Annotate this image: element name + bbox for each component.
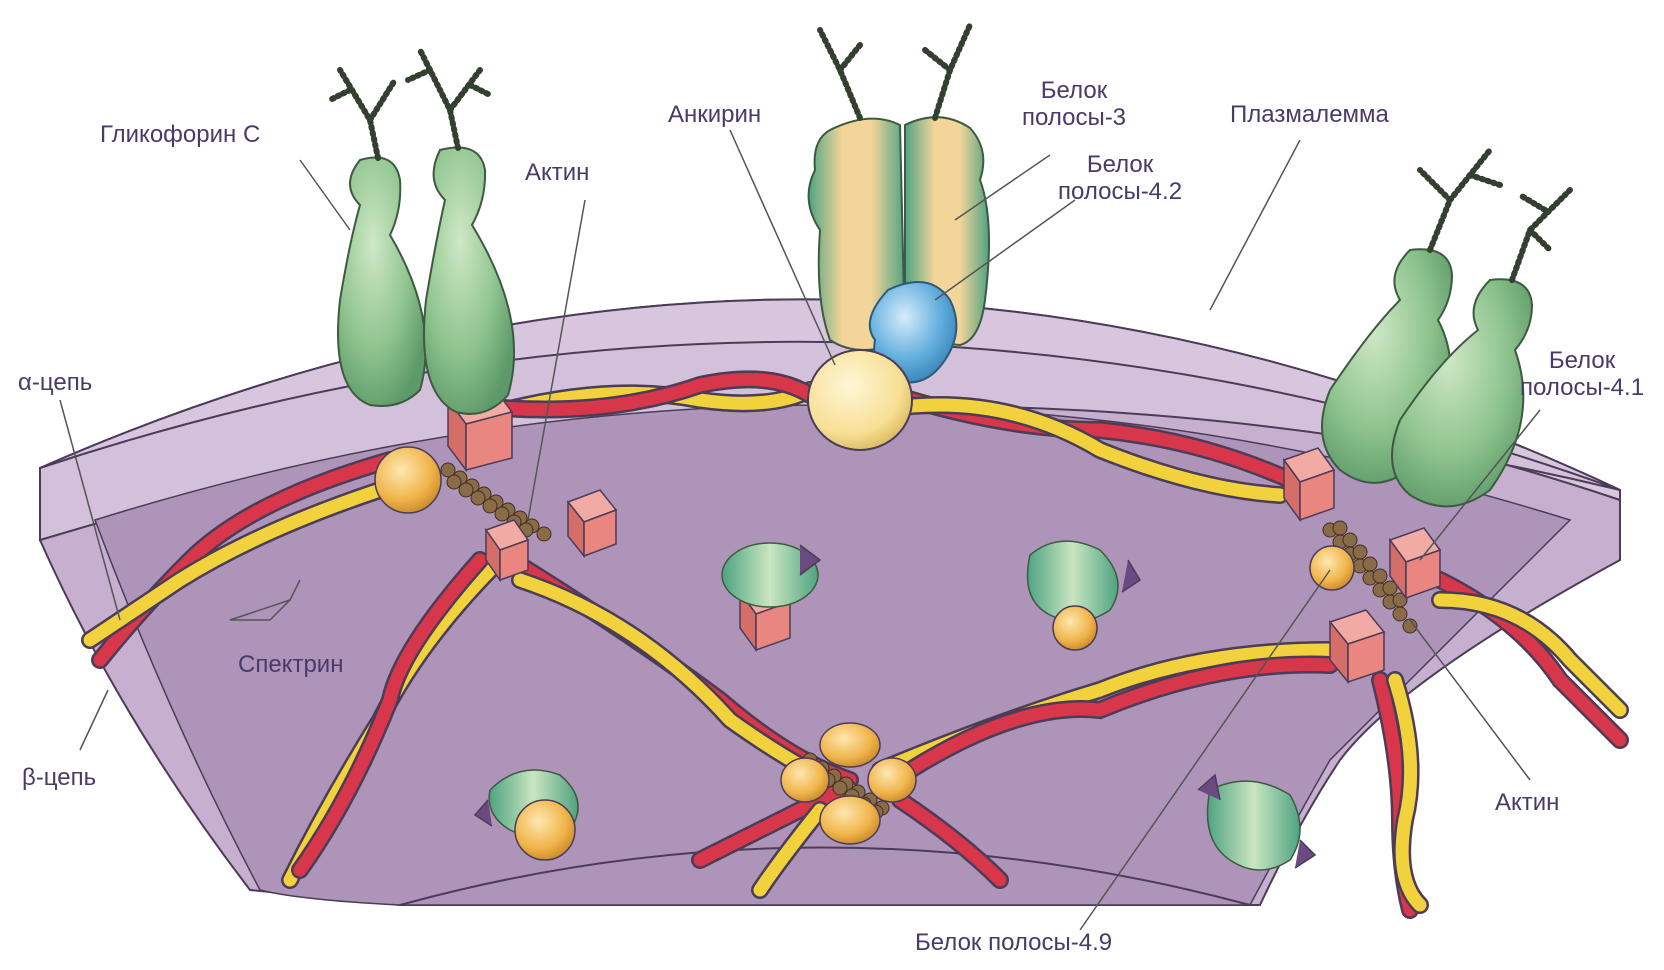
- label-plasmalemma: Плазмалемма: [1230, 102, 1389, 129]
- label-beta-chain: β-цепь: [22, 765, 96, 792]
- label-actin-right: Актин: [1495, 790, 1559, 817]
- label-band-4-1: Белок полосы-4.1: [1520, 348, 1644, 402]
- label-glycophorin-c: Гликофорин С: [100, 122, 260, 149]
- label-ankyrin: Анкирин: [668, 102, 761, 129]
- leader-glycophorin: [300, 160, 350, 230]
- label-alpha-chain: α-цепь: [18, 370, 92, 397]
- label-spectrin: Спектрин: [238, 652, 343, 679]
- label-band-3: Белок полосы-3: [1022, 78, 1126, 132]
- glycophorin-c-left: [330, 50, 514, 414]
- leader-plasmalemma: [1210, 140, 1300, 310]
- ankyrin-protein: [808, 350, 912, 450]
- label-band-4-2: Белок полосы-4.2: [1058, 152, 1182, 206]
- label-actin-top: Актин: [525, 160, 589, 187]
- label-band-4-9: Белок полосы-4.9: [915, 930, 1112, 957]
- leader-beta: [80, 690, 108, 750]
